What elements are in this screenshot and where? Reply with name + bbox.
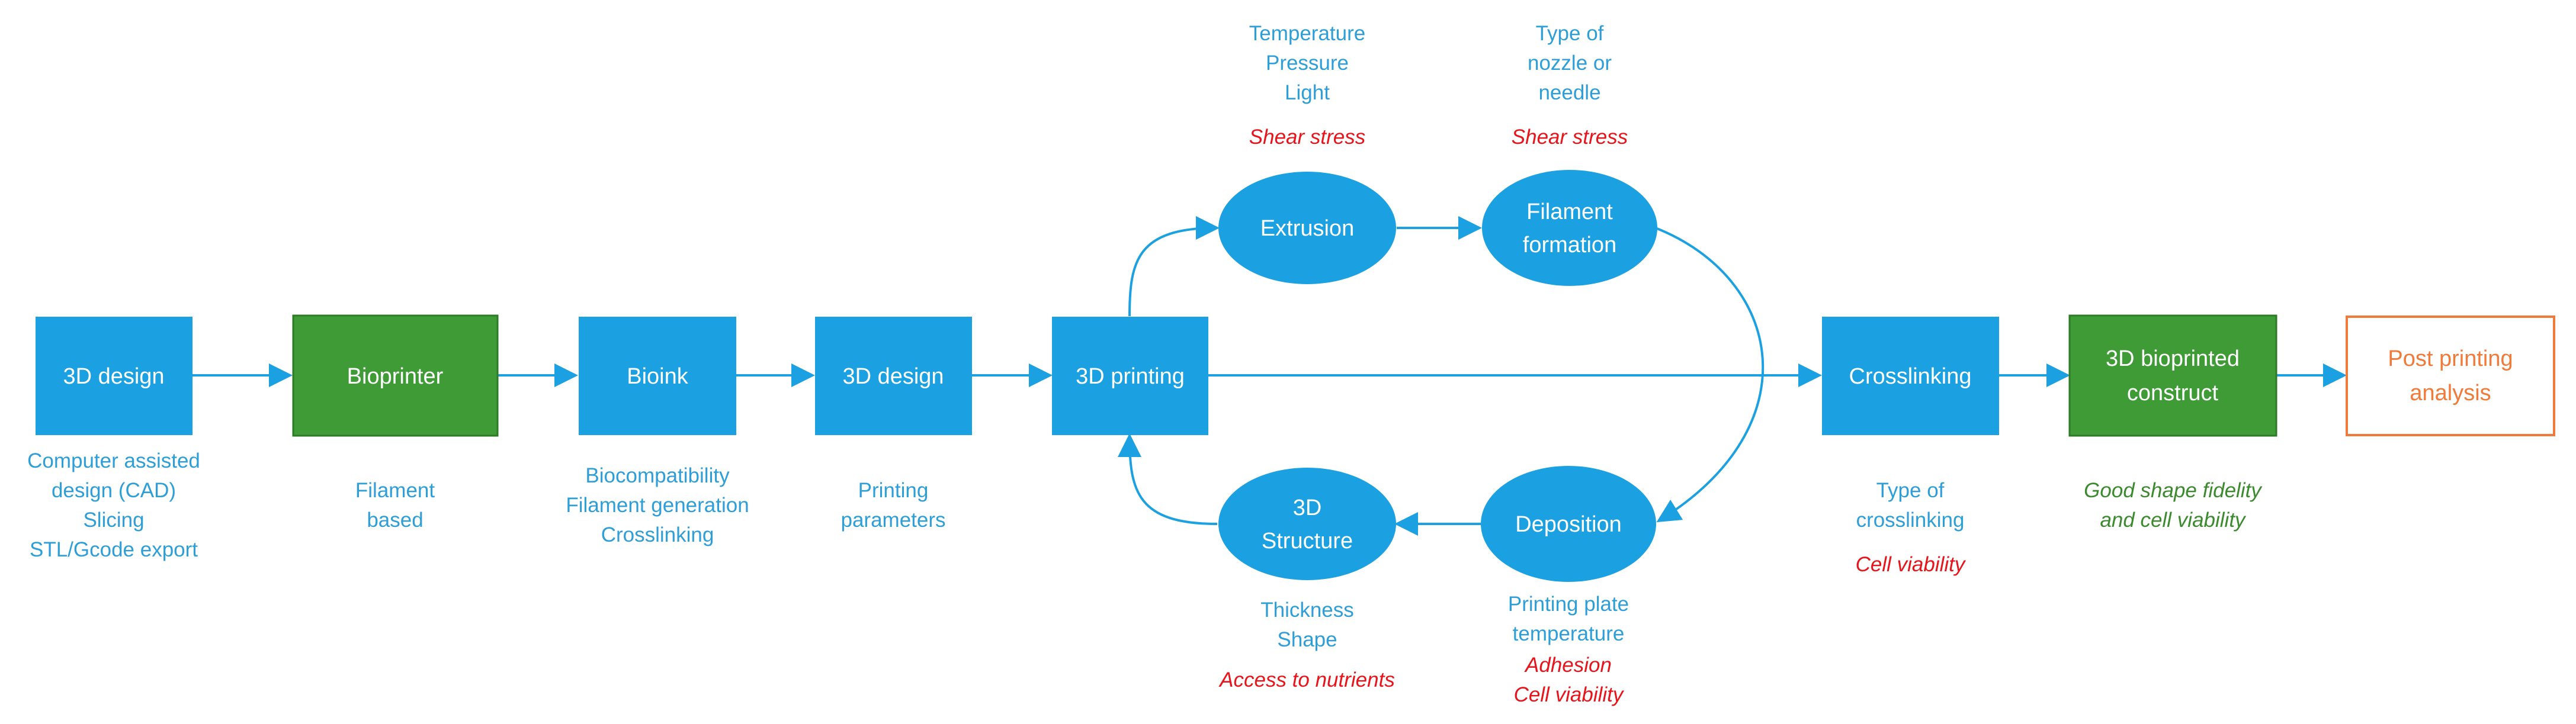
node-construct-label-line1: 3D bioprinted <box>2106 346 2240 371</box>
node-bioprinter-label: Bioprinter <box>347 364 444 389</box>
node-3d-design-1: 3D design <box>36 317 193 435</box>
node-crosslinking-label: Crosslinking <box>1849 364 1972 389</box>
labels-bioprinter: Filament based <box>355 479 435 532</box>
arrow-printing-to-extrusion <box>1128 216 1220 317</box>
labels-deposition: Printing plate temperature Adhesion Cell… <box>1508 593 1629 706</box>
node-post-label-line1: Post printing <box>2388 346 2513 371</box>
node-3d-design-2-box <box>815 317 972 435</box>
node-construct-label-line2: construct <box>2127 381 2219 406</box>
arrow-filament-to-deposition <box>1655 227 1765 523</box>
node-structure-label-line2: Structure <box>1262 529 1353 554</box>
node-crosslinking: Crosslinking <box>1822 317 1999 435</box>
labels-crosslinking: Type of crosslinking Cell viability <box>1856 479 1967 576</box>
node-post-label-line2: analysis <box>2410 381 2491 406</box>
node-crosslinking-box <box>1822 317 1999 435</box>
label-extrusion-risk: Shear stress <box>1249 126 1365 149</box>
labels-construct: Good shape fidelity and cell viability <box>2084 479 2263 532</box>
node-extrusion: Extrusion <box>1218 172 1396 284</box>
labels-bioink: Biocompatibility Filament generation Cro… <box>566 464 749 546</box>
label-design2-line2: parameters <box>841 509 945 532</box>
node-3d-design-1-box <box>36 317 193 435</box>
node-filament-label-line2: formation <box>1523 233 1616 258</box>
node-3d-design-2: 3D design <box>815 317 972 435</box>
label-design2-line1: Printing <box>858 479 929 502</box>
node-post-printing-analysis: Post printing analysis <box>2346 316 2555 436</box>
labels-structure: Thickness Shape Access to nutrients <box>1218 598 1395 691</box>
label-deposition-line1: Printing plate <box>1508 593 1629 616</box>
label-bioink-line3: Crosslinking <box>601 523 714 546</box>
label-extrusion-line1: Temperature <box>1249 22 1365 45</box>
node-deposition-ellipse <box>1481 466 1656 582</box>
node-filament-ellipse <box>1482 170 1657 286</box>
label-deposition-risk-2: Cell viability <box>1514 683 1625 706</box>
label-design1-line3: Slicing <box>83 509 144 532</box>
label-deposition-risk-1: Adhesion <box>1524 654 1612 677</box>
labels-design1: Computer assisted design (CAD) Slicing S… <box>27 449 200 561</box>
node-3d-structure: 3D Structure <box>1218 468 1396 580</box>
label-filament-line1: Type of <box>1536 22 1604 45</box>
node-3d-printing: 3D printing <box>1052 317 1208 435</box>
label-design1-line2: design (CAD) <box>52 479 176 502</box>
label-deposition-line2: temperature <box>1513 622 1625 645</box>
label-design1-line1: Computer assisted <box>27 449 200 472</box>
label-design1-line4: STL/Gcode export <box>30 538 198 561</box>
node-bioink-label: Bioink <box>627 364 688 389</box>
node-3d-design-1-label: 3D design <box>63 364 164 389</box>
label-construct-line1: Good shape fidelity <box>2084 479 2263 502</box>
node-3d-printing-label: 3D printing <box>1076 364 1185 389</box>
node-filament-formation: Filament formation <box>1482 170 1657 286</box>
node-filament-label-line1: Filament <box>1526 199 1613 224</box>
node-3d-printing-box <box>1052 317 1208 435</box>
node-deposition-label: Deposition <box>1515 512 1622 537</box>
node-structure-ellipse <box>1218 468 1396 580</box>
label-extrusion-line2: Pressure <box>1266 52 1349 75</box>
arrow-structure-to-printing <box>1118 433 1218 525</box>
label-bioink-line1: Biocompatibility <box>585 464 730 487</box>
labels-filament: Type of nozzle or needle Shear stress <box>1512 22 1628 149</box>
node-bioprinter: Bioprinter <box>292 314 499 437</box>
label-extrusion-line3: Light <box>1285 81 1330 104</box>
label-filament-line3: needle <box>1538 81 1600 104</box>
node-extrusion-ellipse <box>1218 172 1396 284</box>
label-structure-line2: Shape <box>1277 628 1337 651</box>
label-bioprinter-line1: Filament <box>355 479 435 502</box>
label-structure-risk: Access to nutrients <box>1218 668 1395 691</box>
node-structure-label-line1: 3D <box>1293 495 1322 520</box>
labels-extrusion: Temperature Pressure Light Shear stress <box>1249 22 1365 149</box>
label-crosslinking-line2: crosslinking <box>1856 509 1965 532</box>
node-post-box <box>2346 316 2555 436</box>
label-crosslinking-line1: Type of <box>1876 479 1945 502</box>
node-3d-bioprinted-construct: 3D bioprinted construct <box>2068 314 2277 437</box>
labels-design2: Printing parameters <box>841 479 945 532</box>
label-bioink-line2: Filament generation <box>566 494 749 517</box>
node-3d-design-2-label: 3D design <box>842 364 944 389</box>
label-structure-line1: Thickness <box>1260 598 1354 622</box>
node-bioprinter-box <box>292 314 499 437</box>
node-bioink: Bioink <box>579 317 736 435</box>
label-bioprinter-line2: based <box>367 509 423 532</box>
label-filament-line2: nozzle or <box>1528 52 1612 75</box>
node-extrusion-label: Extrusion <box>1260 216 1354 241</box>
label-construct-line2: and cell viability <box>2100 509 2247 532</box>
node-deposition: Deposition <box>1481 466 1656 582</box>
node-construct-box <box>2068 314 2277 437</box>
label-filament-risk: Shear stress <box>1512 126 1628 149</box>
label-crosslinking-risk: Cell viability <box>1856 553 1967 576</box>
arrows <box>193 216 2347 536</box>
node-bioink-box <box>579 317 736 435</box>
